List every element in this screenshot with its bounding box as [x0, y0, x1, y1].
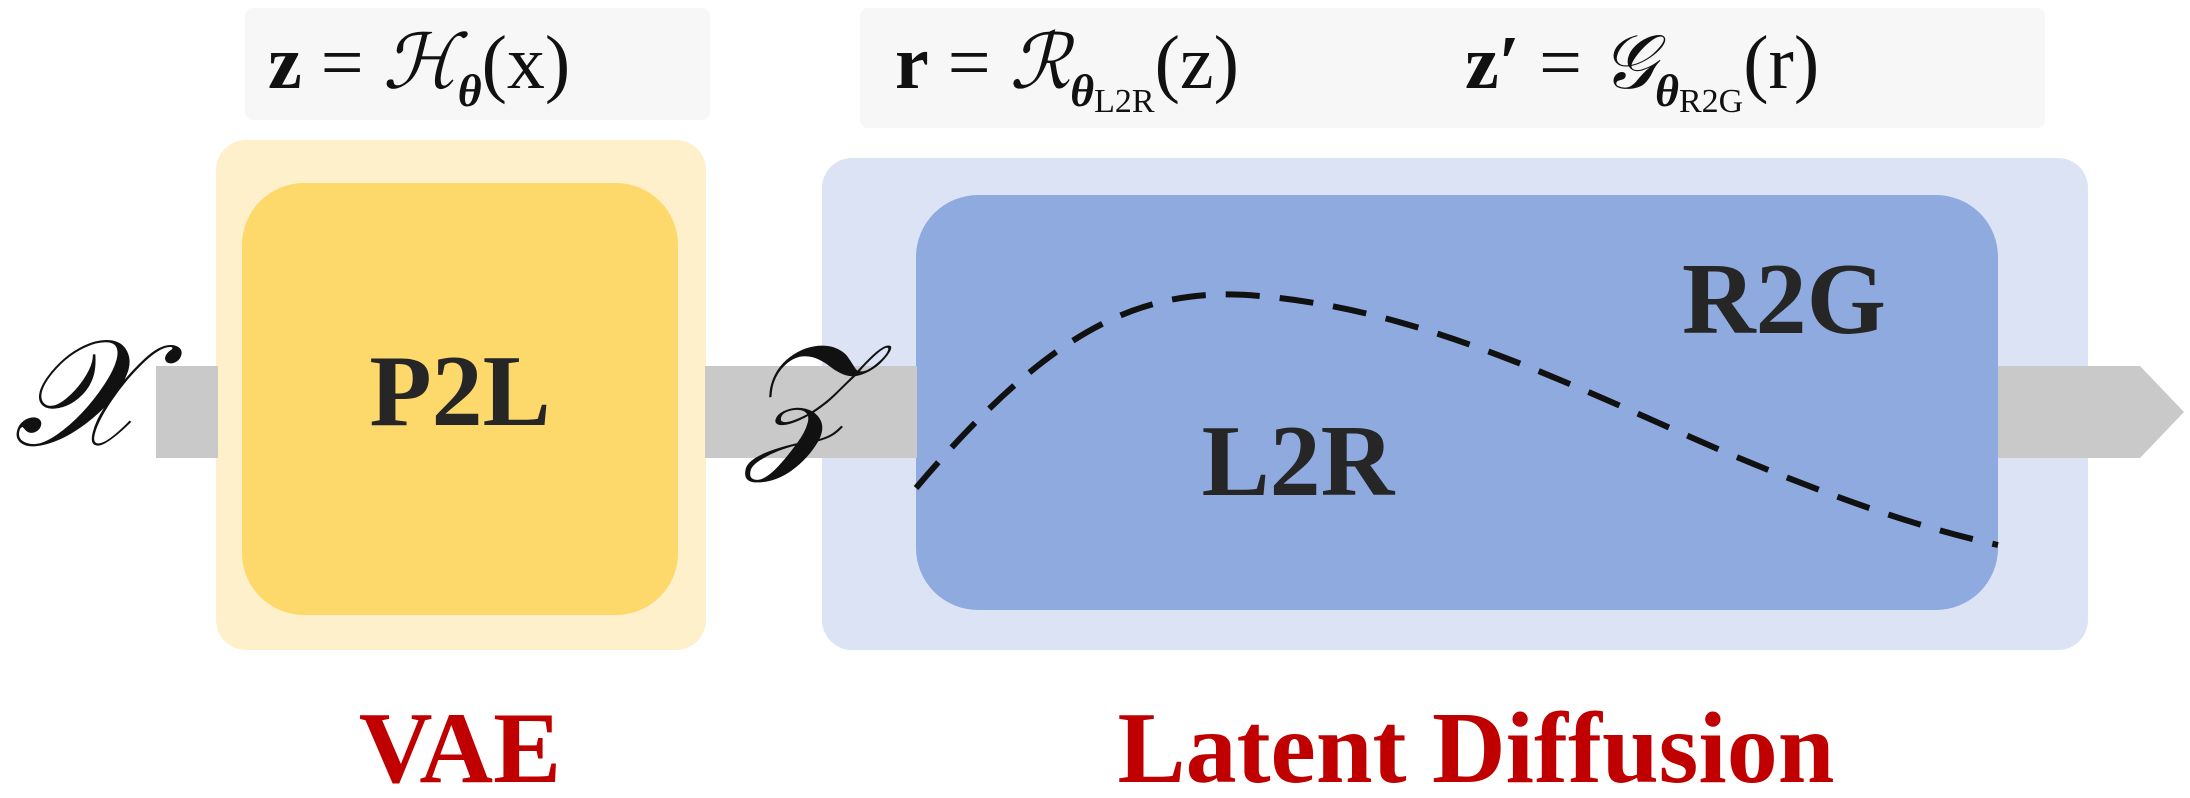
equation-r2g-arg: (r) [1743, 21, 1819, 105]
equation-backdrop-encoder [245, 8, 710, 120]
block-label-r2g: R2G [1682, 243, 1886, 356]
equation-r2g: z′ = 𝒢θR2G(r) [1465, 21, 1819, 120]
group-label-vae: VAE [359, 692, 561, 798]
vae-inner-box [242, 183, 678, 615]
equation-r2g-lhs: z′ [1465, 21, 1520, 105]
equation-l2r-op: ℛ [1010, 21, 1076, 105]
equation-backdrop-diffusion [860, 8, 2045, 128]
equation-r2g-sub: θ [1655, 65, 1679, 116]
group-label-latent-diffusion: Latent Diffusion [1118, 692, 1835, 798]
diffusion-trajectory-curve [913, 291, 1999, 548]
flow-arrow-segment-latent [705, 366, 917, 458]
equation-encoder-lhs: z [268, 21, 302, 105]
equation-l2r-subsub: L2R [1094, 83, 1155, 120]
block-label-p2l: P2L [369, 335, 550, 448]
equation-l2r-sub: θ [1070, 65, 1094, 116]
equation-l2r: r = ℛθL2R(z) [895, 21, 1239, 120]
equation-l2r-eq: = [929, 21, 1010, 105]
block-label-l2r: L2R [1202, 405, 1396, 518]
equation-encoder-eq: = [302, 21, 383, 105]
flow-arrow-segment-input [156, 366, 218, 458]
equation-encoder-arg: (x) [482, 21, 571, 105]
equation-r2g-eq: = [1520, 21, 1601, 105]
equation-l2r-lhs: r [895, 21, 929, 105]
equation-r2g-subsub: R2G [1679, 83, 1743, 120]
equation-l2r-arg: (z) [1155, 21, 1239, 105]
equation-encoder: z = ℋθ(x) [268, 21, 570, 116]
equation-encoder-sub: θ [458, 65, 482, 116]
flow-arrow-head [1998, 366, 2184, 458]
equation-encoder-op: ℋ [383, 21, 469, 105]
